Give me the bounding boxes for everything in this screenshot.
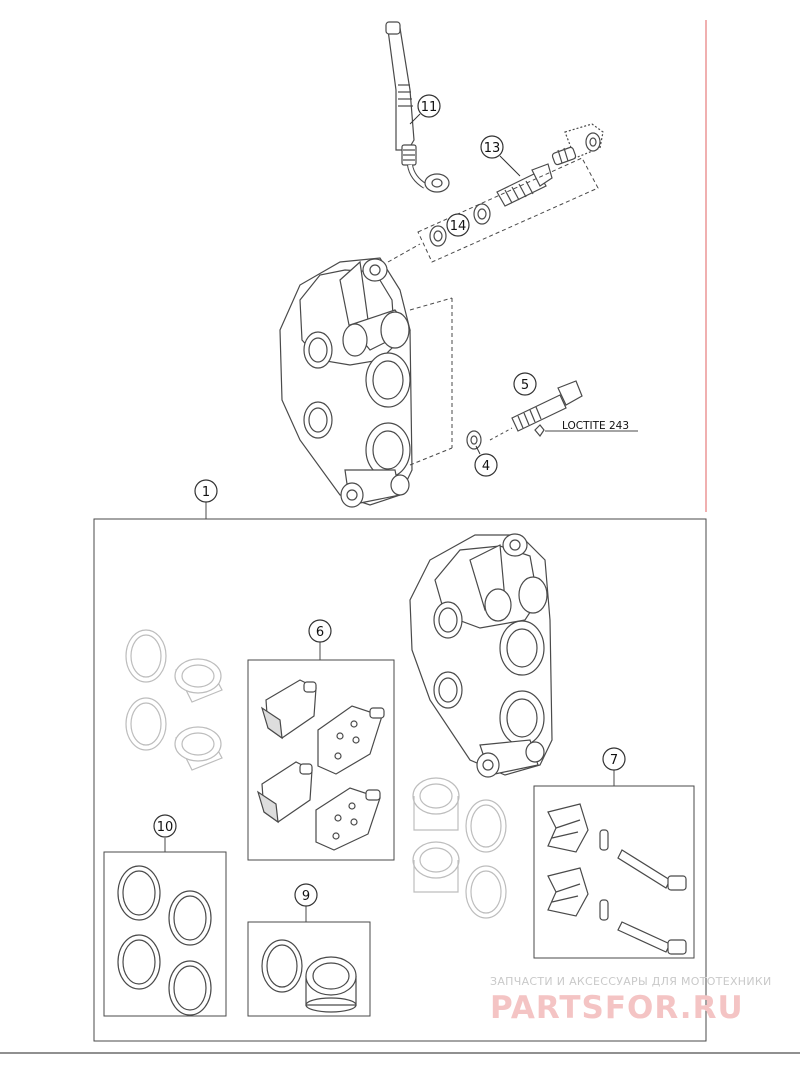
callout-11 <box>417 94 441 118</box>
loose-seals-left <box>125 629 223 771</box>
loose-seals-right <box>412 777 507 919</box>
brake-caliper-lower <box>409 533 553 778</box>
callout-7-label: 7 <box>610 753 618 768</box>
callout-13 <box>480 135 504 159</box>
brake-pads-frame <box>247 659 395 861</box>
sealing-washers-part <box>429 203 491 247</box>
brake-hose-part <box>385 21 450 193</box>
screw-part <box>511 380 583 438</box>
callout-5-label: 5 <box>521 378 529 393</box>
callout-14-label: 14 <box>450 219 467 234</box>
watermark-tagline: ЗАПЧАСТИ И АКСЕССУАРЫ ДЛЯ МОТОТЕХНИКИ <box>490 975 772 988</box>
callout-11-label: 11 <box>421 100 438 115</box>
callout-10 <box>153 814 177 838</box>
kit-frame <box>93 518 707 1042</box>
callout-1-label: 1 <box>202 485 210 500</box>
callout-14 <box>446 213 470 237</box>
callout-6 <box>308 619 332 643</box>
banjo-bolt-part <box>496 123 604 207</box>
brake-caliper-upper <box>279 257 413 508</box>
loctite-label: LOCTITE 243 <box>562 420 629 432</box>
callout-5 <box>513 372 537 396</box>
callout-7 <box>602 747 626 771</box>
pad-retainer-part <box>547 803 687 955</box>
washer-group-outline <box>417 157 599 263</box>
brake-pads-part <box>256 679 385 851</box>
callout-4-label: 4 <box>482 459 490 474</box>
callout-4 <box>474 453 498 477</box>
callout-9 <box>294 883 318 907</box>
callout-13-label: 13 <box>484 141 501 156</box>
callout-10-label: 10 <box>157 820 174 835</box>
callout-9-label: 9 <box>302 889 310 904</box>
callout-6-label: 6 <box>316 625 324 640</box>
callout-1 <box>194 479 218 503</box>
piston-kit-frame <box>247 921 371 1017</box>
watermark-brand: PARTSFOR.RU <box>490 990 744 1026</box>
seal-rings-part <box>117 865 212 1016</box>
washer-part <box>466 430 482 450</box>
piston-part <box>261 939 357 1013</box>
